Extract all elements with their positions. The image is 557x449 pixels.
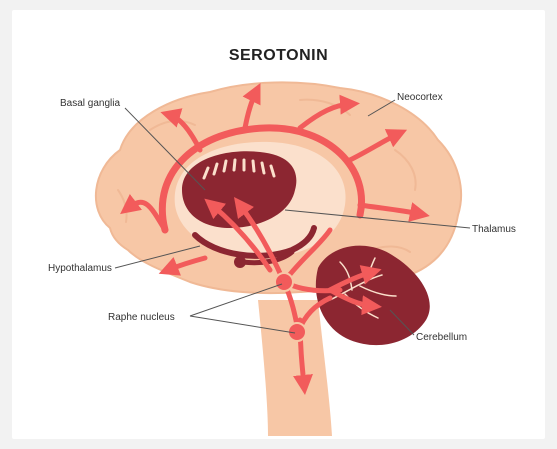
- raphe-nucleus-upper: [275, 273, 293, 291]
- label-neocortex: Neocortex: [397, 92, 443, 103]
- label-hypothalamus: Hypothalamus: [48, 263, 112, 274]
- label-cerebellum: Cerebellum: [416, 332, 467, 343]
- label-thalamus: Thalamus: [472, 224, 516, 235]
- mammillary-body: [234, 256, 246, 268]
- label-raphe-nucleus: Raphe nucleus: [108, 312, 175, 323]
- label-basal-ganglia: Basal ganglia: [60, 98, 120, 109]
